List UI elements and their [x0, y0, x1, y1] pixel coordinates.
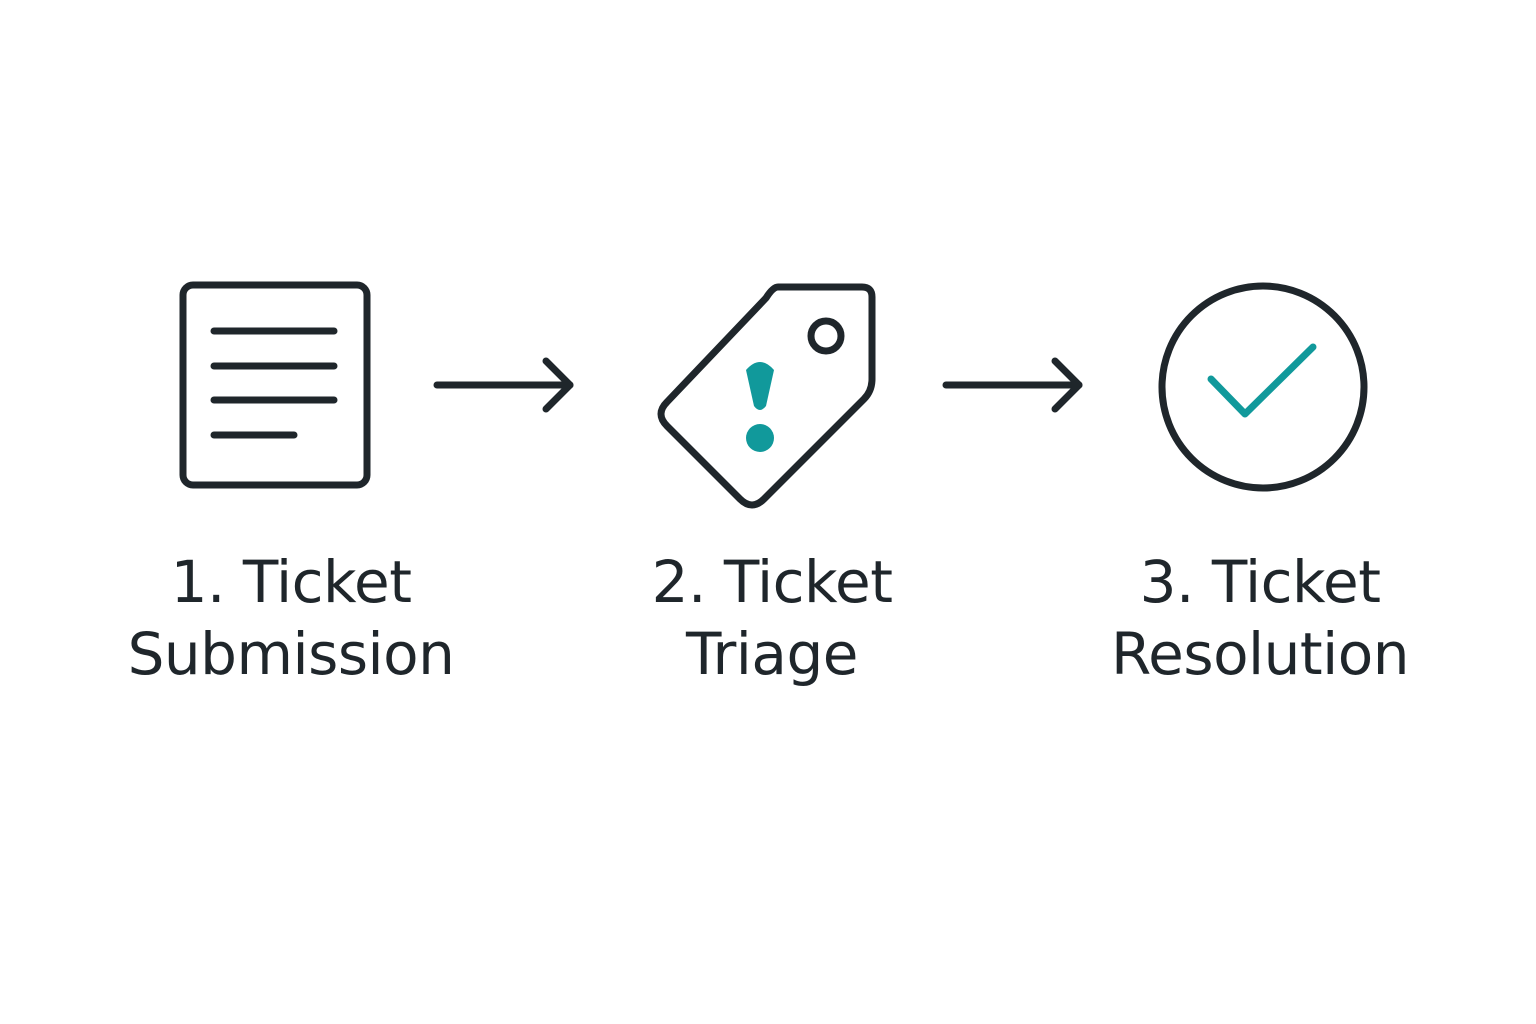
step-number-title: 2. Ticket: [651, 548, 893, 616]
step-label-submission: 1. Ticket Submission: [81, 546, 501, 690]
step-title: Resolution: [1110, 620, 1410, 688]
step-label-resolution: 3. Ticket Resolution: [1050, 546, 1470, 690]
check-circle-icon: [1158, 282, 1368, 492]
document-icon: [179, 281, 371, 489]
step-title: Submission: [127, 620, 455, 688]
step-title: Triage: [686, 620, 858, 688]
step-number-title: 3. Ticket: [1139, 548, 1381, 616]
step-label-triage: 2. Ticket Triage: [562, 546, 982, 690]
arrow-right-icon: [433, 357, 574, 413]
tag-alert-icon: [657, 283, 876, 509]
arrow-right-icon: [942, 357, 1083, 413]
step-number-title: 1. Ticket: [170, 548, 412, 616]
